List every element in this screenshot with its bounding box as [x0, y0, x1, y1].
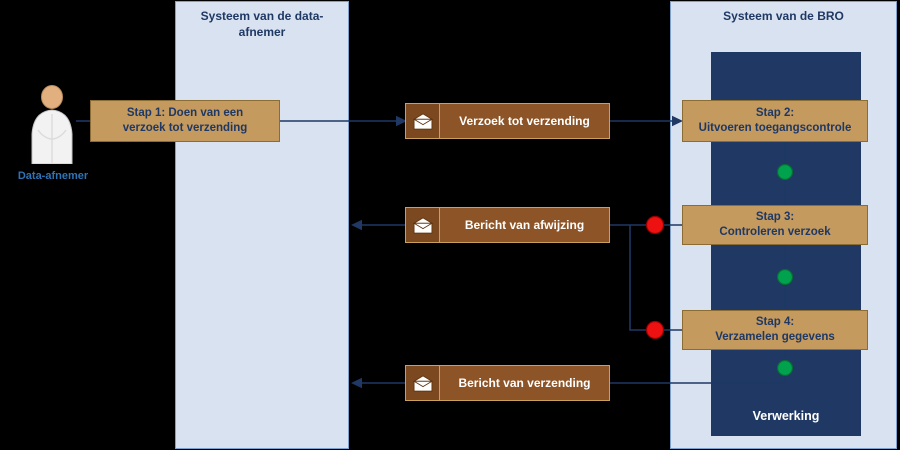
arrowhead-verzending-left: [351, 377, 362, 389]
red-dot-2: [645, 320, 665, 340]
step-1-line1: Stap 1: Doen van een: [126, 107, 244, 120]
actor-label: Data-afnemer: [17, 170, 89, 182]
message-verzoek-box: Verzoek tot verzending: [405, 103, 610, 139]
red-dot-1: [645, 215, 665, 235]
message-afwijzing-label: Bericht van afwijzing: [464, 218, 585, 232]
step-2-box: Stap 2: Uitvoeren toegangscontrole: [682, 100, 868, 142]
envelope-icon: [406, 104, 440, 138]
step-4-line1: Stap 4:: [755, 316, 795, 329]
envelope-icon: [406, 366, 440, 400]
message-afwijzing-box: Bericht van afwijzing: [405, 207, 610, 243]
lane-title-bro: Systeem van de BRO: [723, 9, 844, 23]
message-verzoek-label: Verzoek tot verzending: [459, 114, 590, 128]
step-3-box: Stap 3: Controleren verzoek: [682, 205, 868, 245]
arrowhead-afwijzing-left: [351, 219, 362, 231]
lane-title-data-afnemer: Systeem van de data-afnemer: [200, 9, 324, 39]
step-2-line2: Uitvoeren toegangscontrole: [698, 122, 852, 134]
step-2-line1: Stap 2:: [755, 107, 795, 120]
step-1-box: Stap 1: Doen van een verzoek tot verzend…: [90, 100, 280, 142]
step-1-line2: verzoek tot verzending: [122, 122, 248, 134]
step-4-box: Stap 4: Verzamelen gegevens: [682, 310, 868, 350]
person-icon: [24, 84, 80, 165]
verwerking-label: Verwerking: [752, 409, 820, 423]
step-4-line2: Verzamelen gegevens: [715, 331, 835, 343]
step-3-line2: Controleren verzoek: [719, 226, 831, 238]
step-3-line1: Stap 3:: [755, 211, 795, 224]
envelope-icon: [406, 208, 440, 242]
message-verzending-label: Bericht van verzending: [458, 376, 591, 390]
message-verzending-box: Bericht van verzending: [405, 365, 610, 401]
lane-data-afnemer: Systeem van de data-afnemer: [175, 1, 349, 449]
